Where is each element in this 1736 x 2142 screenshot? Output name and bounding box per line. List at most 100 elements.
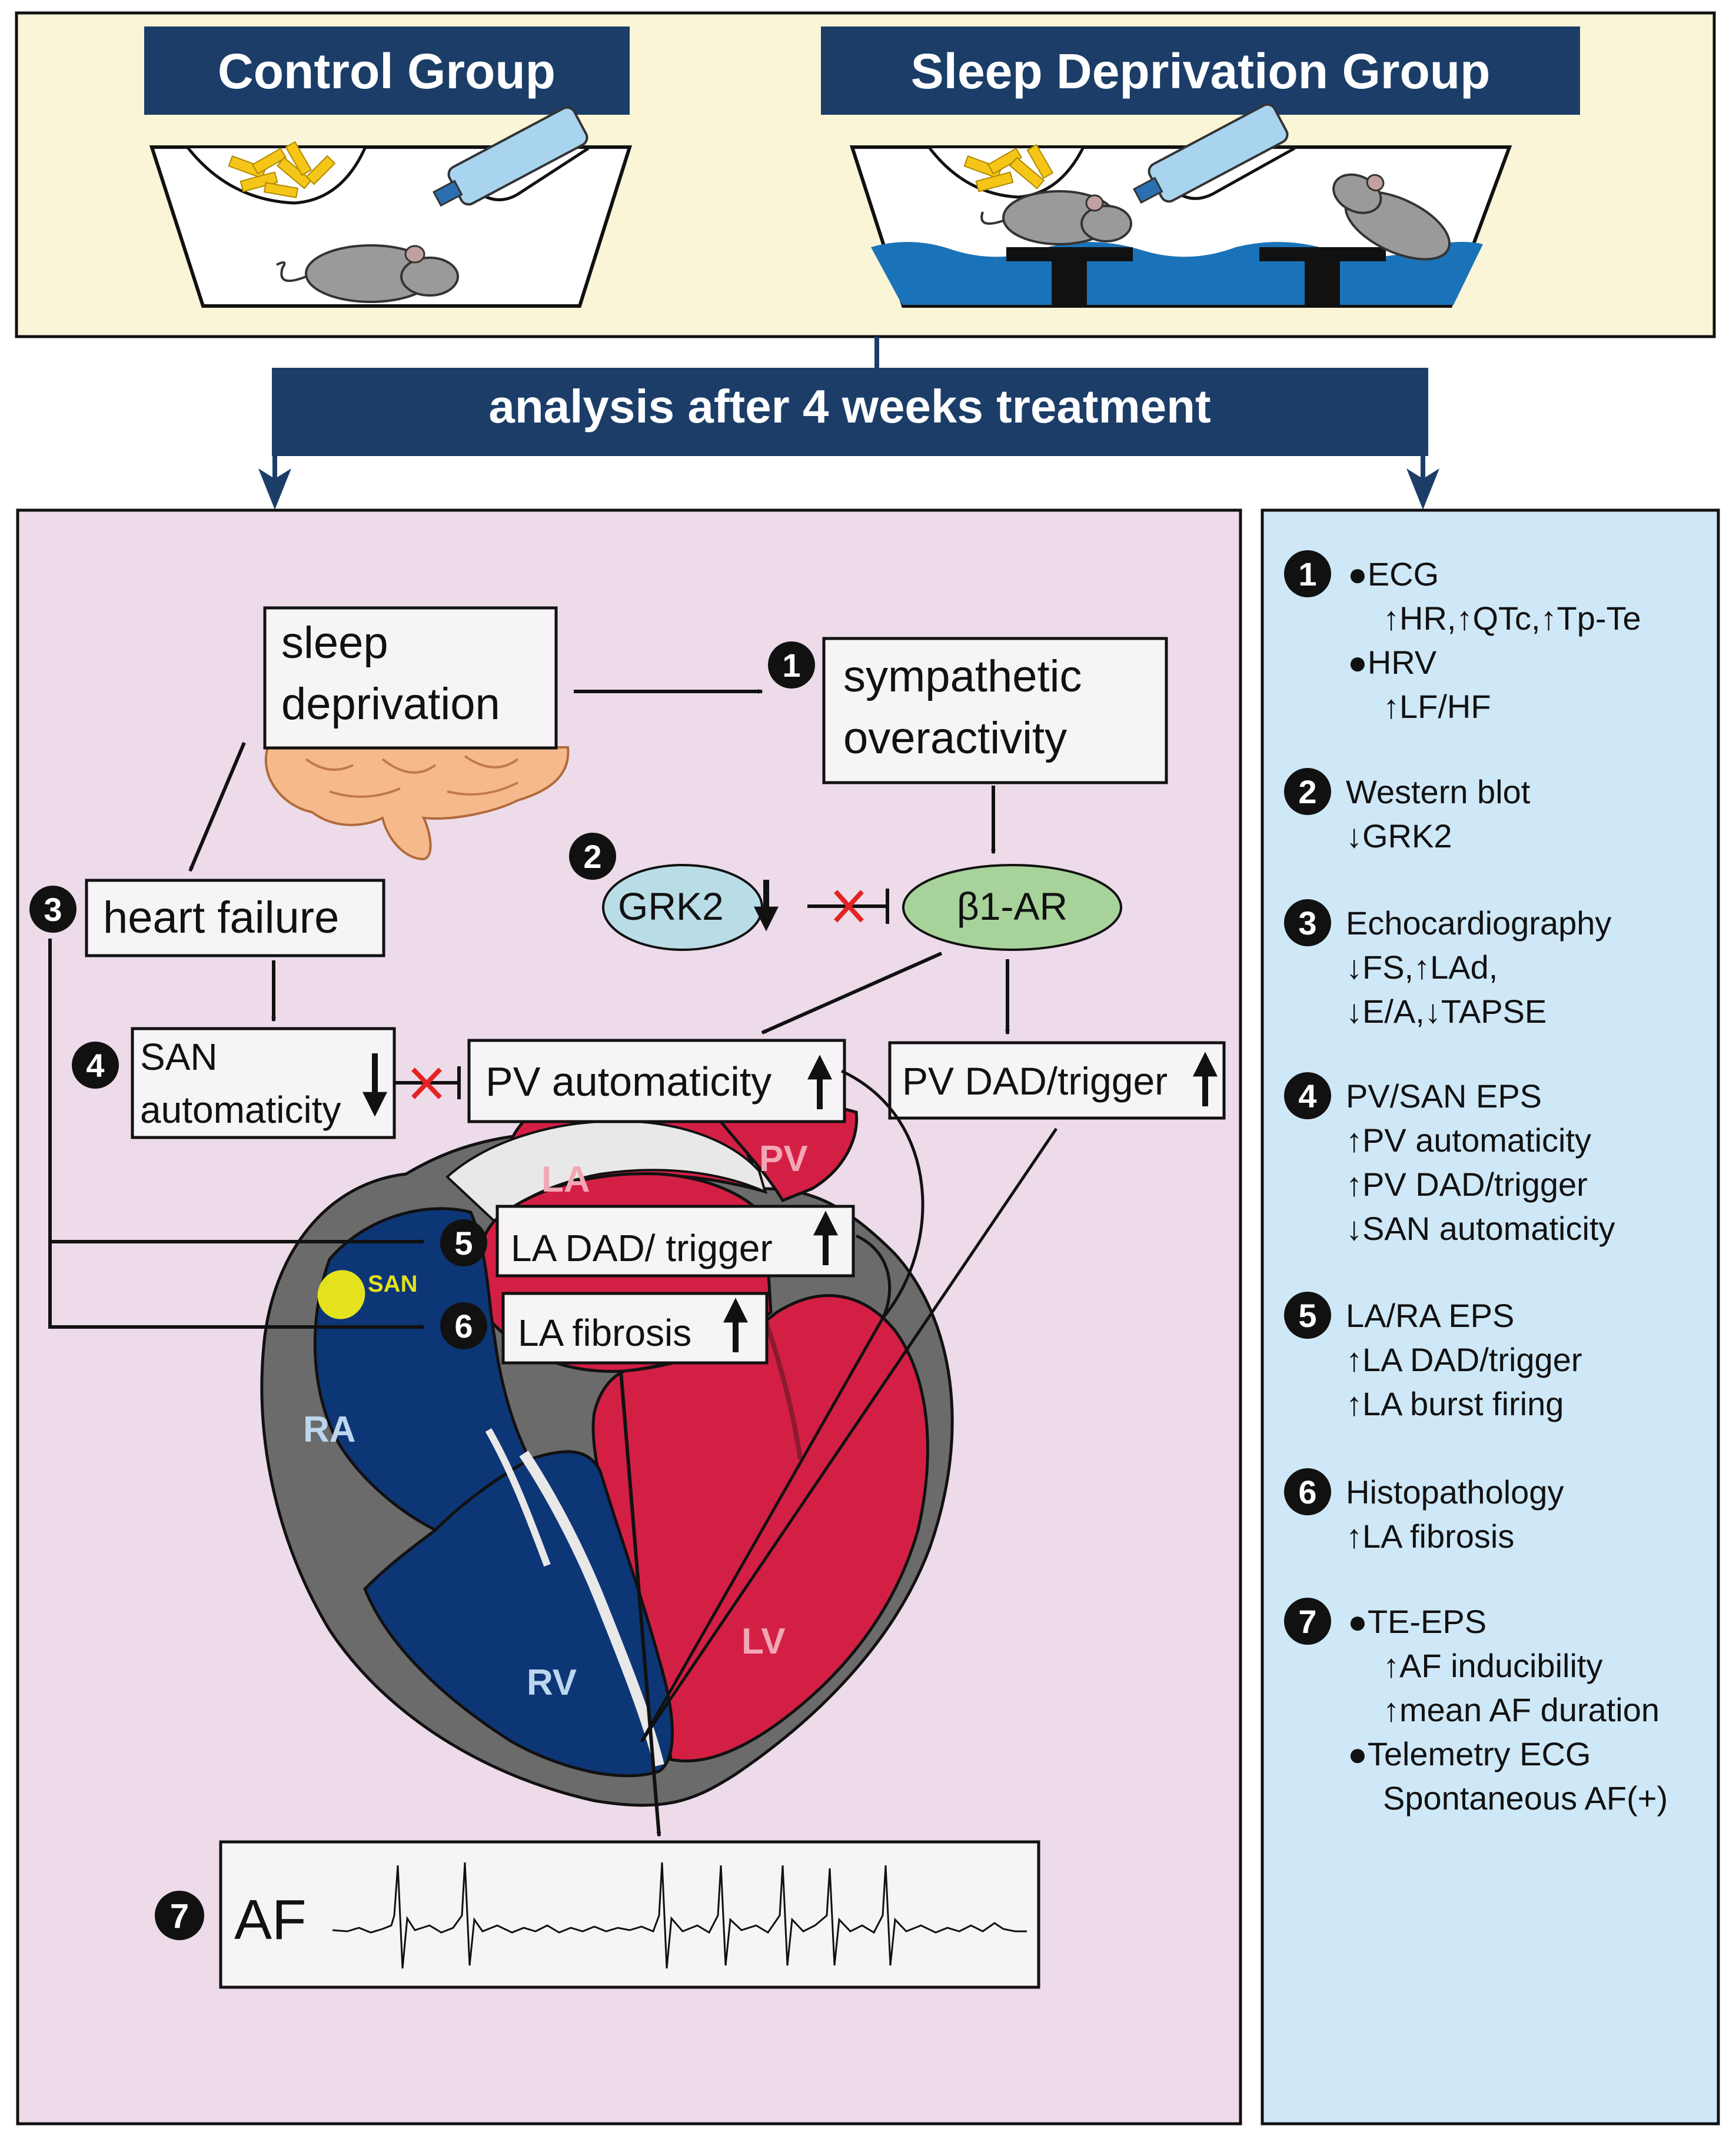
svg-text:Echocardiography: Echocardiography [1346,904,1611,942]
marker-7: 7 [155,1891,204,1940]
mouse-sd-right [1332,173,1451,261]
heart-failure-box [85,879,385,957]
san-automaticity-box [131,1027,396,1139]
finding-5: 5 LA/RA EPS ↑LA DAD/trigger ↑LA burst fi… [1284,1292,1582,1422]
svg-text:1: 1 [782,647,800,684]
pv-automaticity-box [467,1039,846,1123]
af-label: AF [234,1888,307,1951]
san-auto-line2: automaticity [140,1089,341,1131]
svg-text:↑PV DAD/trigger: ↑PV DAD/trigger [1346,1166,1588,1203]
banner-text: analysis after 4 weeks treatment [488,380,1210,433]
finding-4: 4 PV/SAN EPS ↑PV automaticity ↑PV DAD/tr… [1284,1072,1615,1247]
marker-4: 4 [72,1042,119,1089]
platform-left [1006,247,1133,306]
svg-text:↑mean AF duration: ↑mean AF duration [1383,1691,1659,1728]
food-pellets [228,141,336,198]
inhibit-san-pv [395,1066,461,1099]
svg-text:↑LA burst firing: ↑LA burst firing [1346,1385,1564,1422]
svg-text:●ECG: ●ECG [1348,556,1439,593]
curve-pv-auto-to-af [640,1069,924,1743]
ecg-trace [332,1862,1027,1969]
heart-label-pv: PV [759,1139,808,1179]
line-pv-dad-to-af [640,1127,1058,1743]
control-group-title: Control Group [218,44,556,99]
san-auto-line1: SAN [140,1036,218,1078]
banner [272,368,1428,456]
right-ventricle [363,1450,674,1778]
finding-3: 3 Echocardiography ↓FS,↑LAd, ↓E/A,↓TAPSE [1284,899,1611,1030]
svg-text:1: 1 [1298,556,1316,593]
sympathetic-line2: overactivity [843,713,1067,763]
sd-header [821,26,1580,115]
sleep-deprivation-box [263,606,558,750]
heart-label-rv: RV [527,1662,577,1703]
sd-cage [849,103,1512,308]
af-box [219,1840,1040,1989]
svg-text:PV/SAN EPS: PV/SAN EPS [1346,1077,1542,1115]
svg-text:↑LA DAD/trigger: ↑LA DAD/trigger [1346,1341,1582,1378]
brain-icon [264,746,570,861]
svg-text:LA/RA EPS: LA/RA EPS [1346,1297,1514,1334]
svg-text:Histopathology: Histopathology [1346,1474,1564,1511]
svg-text:↑AF inducibility: ↑AF inducibility [1383,1647,1602,1684]
sleep-deprivation-line1: sleep [281,618,388,668]
svg-text:2: 2 [1298,773,1316,810]
svg-text:7: 7 [170,1897,189,1935]
svg-text:Spontaneous AF(+): Spontaneous AF(+) [1383,1780,1668,1817]
svg-text:●HRV: ●HRV [1348,644,1437,681]
heart-label-san: SAN [368,1271,417,1297]
svg-text:4: 4 [1298,1077,1316,1115]
la-fibrosis-label: LA fibrosis [518,1312,691,1354]
svg-text:7: 7 [1298,1603,1316,1640]
svg-text:6: 6 [1298,1474,1316,1511]
svg-text:↑LA fibrosis: ↑LA fibrosis [1346,1518,1514,1555]
la-dad-box [495,1205,855,1278]
mouse-control [276,244,459,303]
svg-text:↓GRK2: ↓GRK2 [1346,817,1452,854]
svg-text:6: 6 [454,1308,473,1345]
arrow-sd-to-hf [188,741,246,871]
platform-right [1259,247,1386,306]
pv-dad-label: PV DAD/trigger [902,1059,1168,1103]
control-header [144,26,630,115]
heart-failure-label: heart failure [103,893,339,943]
septum [519,1451,664,1767]
pv-dad-box [888,1041,1226,1120]
marker-3: 3 [29,886,77,933]
heart-label-la: LA [541,1159,590,1200]
svg-text:3: 3 [44,891,62,928]
septum-branch [485,1428,551,1567]
curve-la-dad-to-af [855,1234,892,1319]
marker-6: 6 [440,1302,487,1349]
marker-2: 2 [569,833,616,880]
mouse-sd-left [980,190,1132,245]
finding-7: 7 ●TE-EPS ↑AF inducibility ↑mean AF dura… [1284,1598,1668,1817]
heart-label-ra: RA [303,1409,356,1450]
grk2-label: GRK2 [618,884,724,928]
water-bottle-sd [1133,103,1289,204]
svg-text:●Telemetry ECG: ●Telemetry ECG [1348,1735,1591,1772]
sd-group-title: Sleep Deprivation Group [911,44,1491,99]
sympathetic-box [822,637,1168,784]
sympathetic-line1: sympathetic [843,651,1082,701]
svg-text:5: 5 [454,1225,473,1262]
sleep-deprivation-line2: deprivation [281,679,500,729]
pv-automaticity-label: PV automaticity [485,1059,771,1105]
svg-text:4: 4 [86,1047,104,1084]
finding-2: 2 Western blot ↓GRK2 [1284,768,1531,854]
san-node [317,1270,365,1319]
svg-text:↑HR,↑QTc,↑Tp-Te: ↑HR,↑QTc,↑Tp-Te [1383,600,1641,637]
beta1ar-label: β1-AR [957,884,1067,928]
finding-6: 6 Histopathology ↑LA fibrosis [1284,1468,1564,1555]
water-bottle [433,106,588,207]
la-fibrosis-box [501,1292,769,1365]
lv-inner-branch [763,1317,803,1460]
svg-text:●TE-EPS: ●TE-EPS [1348,1603,1486,1640]
inhibit-grk2-beta [807,889,889,924]
svg-text:↓E/A,↓TAPSE: ↓E/A,↓TAPSE [1346,993,1547,1030]
svg-text:5: 5 [1298,1297,1316,1334]
findings-panel [1261,508,1720,2126]
heart-label-lv: LV [741,1621,786,1662]
la-dad-label: LA DAD/ trigger [511,1227,773,1269]
